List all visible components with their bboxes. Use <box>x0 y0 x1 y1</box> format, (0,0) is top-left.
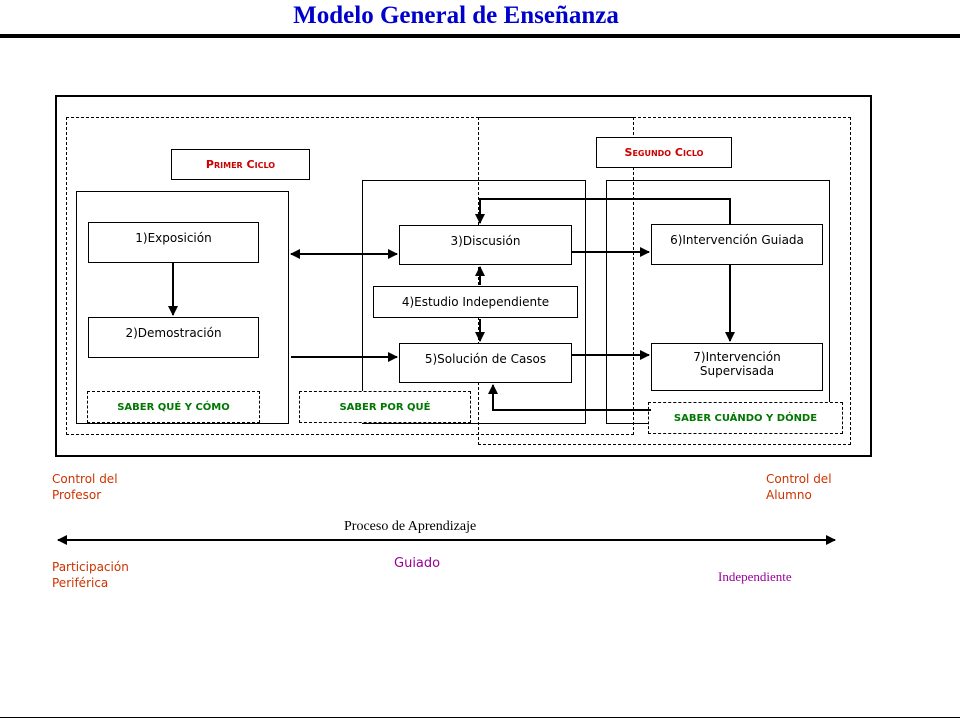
bottom-rule <box>0 717 960 718</box>
saber-que-como-label: SABER QUÉ Y CÓMO <box>87 391 260 423</box>
step-4-estudio-independiente: 4)Estudio Independiente <box>373 286 578 318</box>
panel-middle <box>362 180 586 424</box>
step-3-discusion: 3)Discusión <box>399 225 572 265</box>
saber-cuando-donde-label: SABER CUÁNDO Y DÓNDE <box>648 402 843 434</box>
step-1-exposicion: 1)Exposición <box>88 222 259 263</box>
panel-left <box>76 191 289 424</box>
diagram-frame <box>55 95 872 457</box>
participacion-periferica-label: Participación Periférica <box>52 560 129 590</box>
step-7-intervencion-supervisada: 7)Intervención Supervisada <box>651 343 823 391</box>
first-cycle-label: Primer Ciclo <box>171 149 310 180</box>
step-6-intervencion-guiada: 6)Intervención Guiada <box>651 224 823 265</box>
first-cycle-region <box>66 117 634 435</box>
guiado-label: Guiado <box>394 556 441 571</box>
control-alumno-label: Control del Alumno <box>766 472 832 502</box>
step-5-solucion-casos: 5)Solución de Casos <box>399 343 572 383</box>
arrow-7-to-5-loop <box>488 384 651 411</box>
saber-por-que-label: SABER POR QUÉ <box>299 391 471 423</box>
control-profesor-label: Control del Profesor <box>52 472 118 502</box>
arrow-6-to-3-loop <box>475 198 731 224</box>
learning-process-label: Proceso de Aprendizaje <box>344 519 477 534</box>
independiente-label: Independiente <box>718 569 792 584</box>
step-2-demostracion: 2)Demostración <box>88 317 259 358</box>
second-cycle-region <box>478 117 851 445</box>
second-cycle-label: Segundo Ciclo <box>596 137 732 168</box>
title-rule <box>0 34 960 38</box>
page-title: Modelo General de Enseñanza <box>293 2 619 29</box>
